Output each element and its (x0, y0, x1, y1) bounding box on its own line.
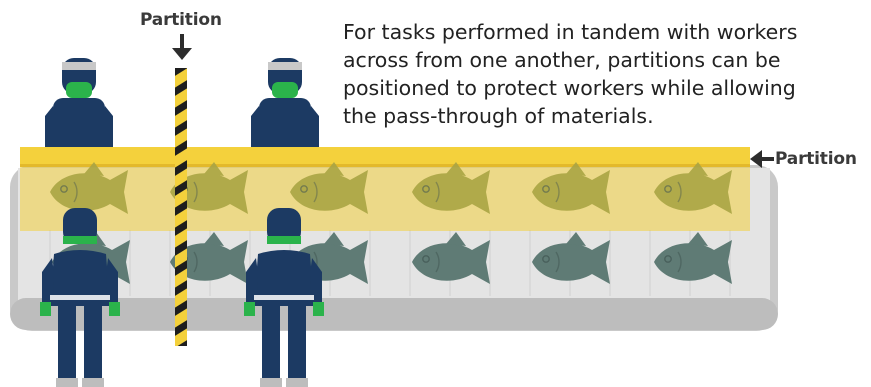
caption-line: the pass-through of materials. (343, 104, 654, 128)
arrow-down-icon (172, 34, 192, 60)
partition-label-side: Partition (775, 149, 857, 169)
caption-text: For tasks performed in tandem with worke… (343, 18, 843, 130)
worker-icon (45, 58, 113, 158)
horizontal-partition (20, 147, 750, 231)
caption-line: For tasks performed in tandem with worke… (343, 20, 798, 44)
worker-near-details (40, 236, 324, 387)
partition-label-top: Partition (140, 10, 222, 30)
worker-icon (251, 58, 319, 158)
vertical-partition (175, 68, 187, 346)
caption-line: positioned to protect workers while allo… (343, 76, 796, 100)
arrow-left-icon (750, 150, 774, 168)
caption-line: across from one another, partitions can … (343, 48, 781, 72)
